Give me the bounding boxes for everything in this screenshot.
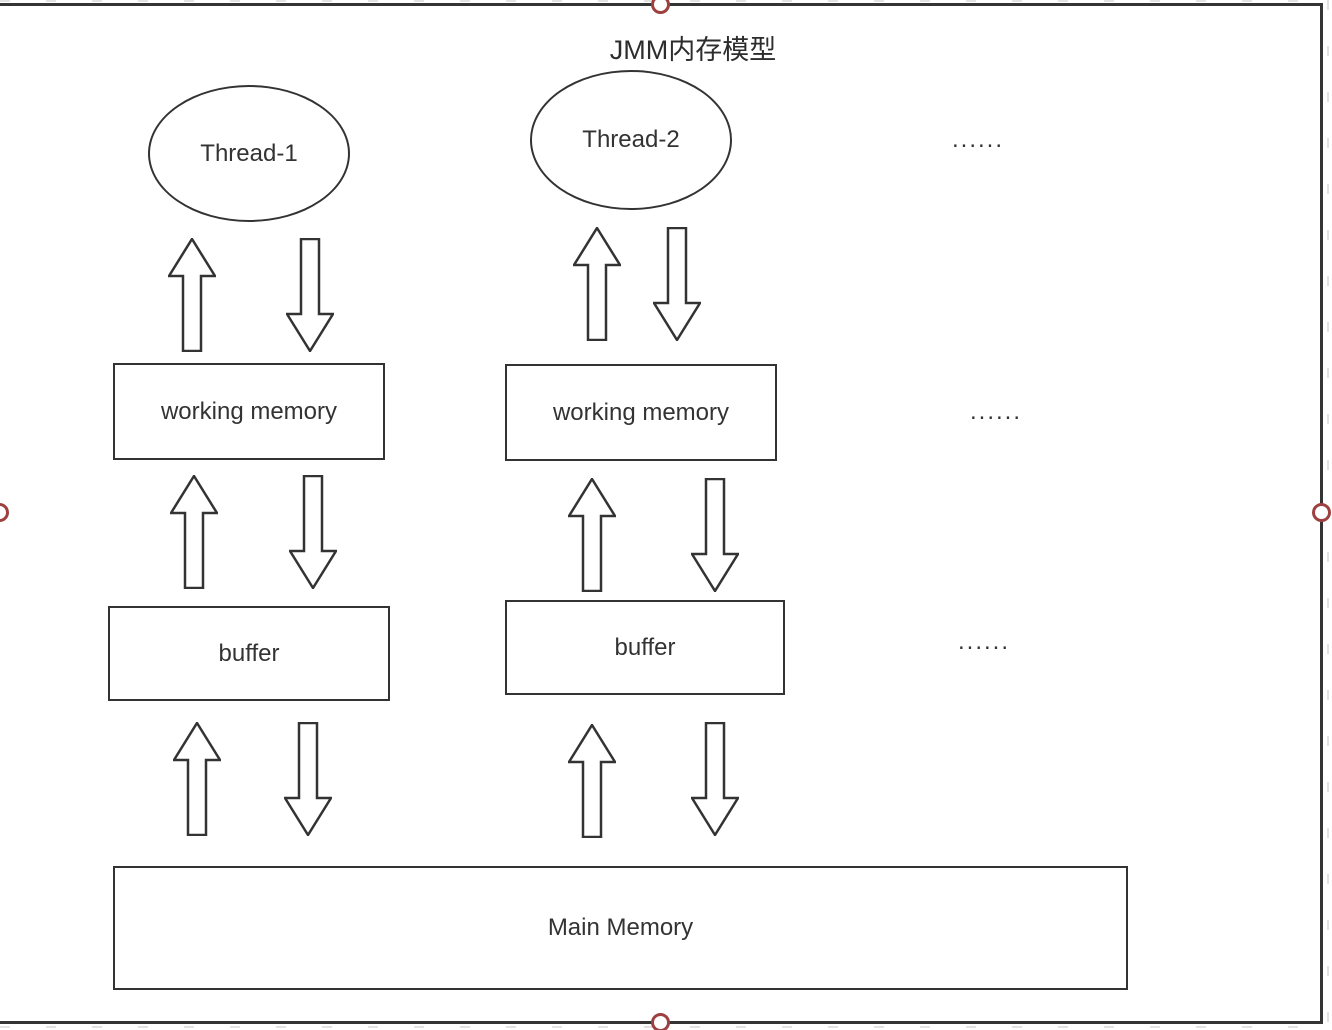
up-arrow-icon[interactable] bbox=[170, 475, 218, 589]
resize-handle-top-icon[interactable] bbox=[651, 0, 670, 14]
threads-ellipsis: ...... bbox=[952, 126, 1005, 153]
resize-handle-bottom-icon[interactable] bbox=[651, 1013, 670, 1030]
down-arrow-icon[interactable] bbox=[289, 475, 337, 589]
main-memory-label: Main Memory bbox=[547, 914, 694, 941]
up-arrow-icon[interactable] bbox=[168, 238, 216, 352]
thread-2-label: Thread-2 bbox=[582, 126, 680, 153]
up-arrow-icon[interactable] bbox=[573, 227, 621, 341]
diagram-title: JMM内存模型 bbox=[609, 35, 777, 65]
buffer-1-box[interactable]: buffer bbox=[108, 606, 390, 701]
buffer-2-box[interactable]: buffer bbox=[505, 600, 785, 695]
up-arrow-icon[interactable] bbox=[173, 722, 221, 836]
working-memory-ellipsis: ...... bbox=[970, 398, 1023, 425]
buffer-1-label: buffer bbox=[218, 639, 280, 667]
down-arrow-icon[interactable] bbox=[691, 722, 739, 836]
working-memory-1-box[interactable]: working memory bbox=[113, 363, 385, 460]
buffer-2-label: buffer bbox=[614, 633, 676, 661]
working-memory-1-label: working memory bbox=[160, 397, 338, 425]
up-arrow-icon[interactable] bbox=[568, 724, 616, 838]
working-memory-2-box[interactable]: working memory bbox=[505, 364, 777, 461]
thread-1-ellipse[interactable]: Thread-1 bbox=[148, 85, 350, 222]
resize-handle-left-icon[interactable] bbox=[0, 503, 9, 522]
down-arrow-icon[interactable] bbox=[286, 238, 334, 352]
down-arrow-icon[interactable] bbox=[653, 227, 701, 341]
buffer-ellipsis: ...... bbox=[958, 628, 1011, 655]
resize-handle-right-icon[interactable] bbox=[1312, 503, 1331, 522]
up-arrow-icon[interactable] bbox=[568, 478, 616, 592]
thread-1-label: Thread-1 bbox=[200, 139, 298, 167]
thread-2-ellipse[interactable]: Thread-2 bbox=[530, 70, 732, 210]
down-arrow-icon[interactable] bbox=[691, 478, 739, 592]
main-memory-box[interactable]: Main Memory bbox=[113, 866, 1128, 990]
down-arrow-icon[interactable] bbox=[284, 722, 332, 836]
working-memory-2-label: working memory bbox=[552, 398, 730, 426]
